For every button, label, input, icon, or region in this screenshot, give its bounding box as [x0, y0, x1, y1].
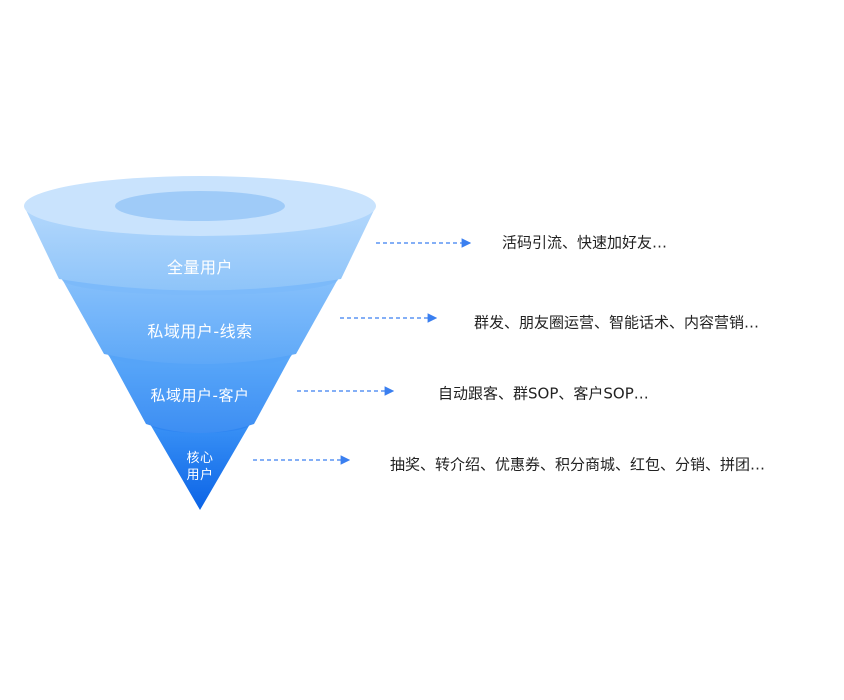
- strategy-text-3: 自动跟客、群SOP、客户SOP…: [438, 384, 649, 403]
- strategy-text-1: 活码引流、快速加好友…: [502, 233, 668, 252]
- strategy-text-4: 抽奖、转介绍、优惠券、积分商城、红包、分销、拼团…: [390, 455, 766, 474]
- funnel-layer-all-users: [24, 176, 376, 291]
- layer-label-core: 核心 用户: [186, 450, 213, 484]
- layer-label-core-line2: 用户: [186, 468, 214, 483]
- strategy-text-2: 群发、朋友圈运营、智能话术、内容营销…: [474, 313, 760, 332]
- layer-label-private-customer: 私域用户-客户: [150, 386, 250, 405]
- layer-label-private-lead: 私域用户-线索: [147, 322, 253, 341]
- layer-label-core-line1: 核心: [186, 451, 214, 466]
- layer-label-all-users: 全量用户: [166, 258, 234, 277]
